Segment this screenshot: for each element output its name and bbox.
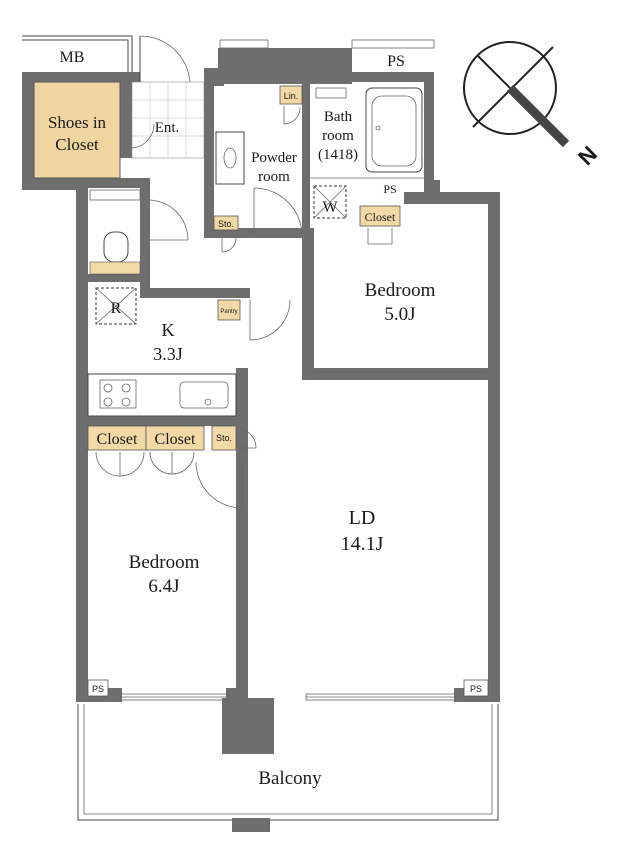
kitchen: K 3.3J <box>87 320 237 417</box>
pantry: Pantry <box>217 299 291 341</box>
storage-k-label: Sto. <box>216 433 232 443</box>
entrance-label: Ent. <box>155 120 180 136</box>
ps-left-label: PS <box>92 684 104 694</box>
ld-name: LD <box>349 507 376 529</box>
toilet-room <box>89 189 189 275</box>
ps-bath-label: PS <box>383 182 396 196</box>
kitchen-size: 3.3J <box>153 344 183 364</box>
storage-powder: Sto. <box>213 215 239 253</box>
shoes-closet: Shoes in Closet <box>33 81 121 179</box>
ld-size: 14.1J <box>341 533 384 555</box>
bedroom2-name: Bedroom <box>365 280 436 301</box>
bedroom1-name: Bedroom <box>129 552 200 573</box>
windows <box>119 371 487 701</box>
storage-powder-label: Sto. <box>218 219 234 229</box>
compass-icon: N <box>463 41 602 170</box>
bedroom-2: Bedroom 5.0J <box>365 280 436 325</box>
bathroom: Bath room (1418) <box>310 87 424 179</box>
refrigerator: R <box>95 287 137 325</box>
bath-label-3: (1418) <box>318 147 358 163</box>
closet-b-label: Closet <box>155 431 196 448</box>
closet-a-label: Closet <box>97 431 138 448</box>
north-label: N <box>573 141 602 170</box>
entrance: Ent. <box>129 35 205 159</box>
closet-small: Closet <box>359 205 401 245</box>
balcony: Balcony <box>77 704 499 832</box>
ps-bottom: PS PS <box>87 679 489 697</box>
pantry-label: Pantry <box>220 309 237 315</box>
ps-top-label: PS <box>387 53 405 70</box>
bedroom1-size: 6.4J <box>148 576 179 597</box>
kitchen-name: K <box>162 320 175 340</box>
bath-label-2: room <box>322 128 354 144</box>
balcony-label: Balcony <box>258 768 322 789</box>
washer: W <box>313 185 347 219</box>
washer-label: W <box>322 199 338 216</box>
mb-label: MB <box>60 49 85 66</box>
closet-small-label: Closet <box>365 210 396 224</box>
ps-right-label: PS <box>470 684 482 694</box>
bedroom-1: Bedroom 6.4J <box>129 552 200 597</box>
bath-label-1: Bath <box>324 109 353 125</box>
linen-closet: Lin. <box>279 85 303 125</box>
mb-area: MB <box>22 35 133 72</box>
powder-room: Powder room <box>215 131 303 237</box>
shoes-label-2: Closet <box>55 135 99 154</box>
shoes-label-1: Shoes in <box>48 113 107 132</box>
bedroom2-size: 5.0J <box>384 304 415 325</box>
living-dining: LD 14.1J <box>341 507 384 555</box>
linen-label: Lin. <box>284 91 299 101</box>
bedroom1-closets: Closet Closet Sto. <box>87 425 257 509</box>
powder-label-1: Powder <box>251 150 297 166</box>
refrigerator-label: R <box>111 300 122 317</box>
walls <box>22 48 500 754</box>
powder-label-2: room <box>258 169 290 185</box>
